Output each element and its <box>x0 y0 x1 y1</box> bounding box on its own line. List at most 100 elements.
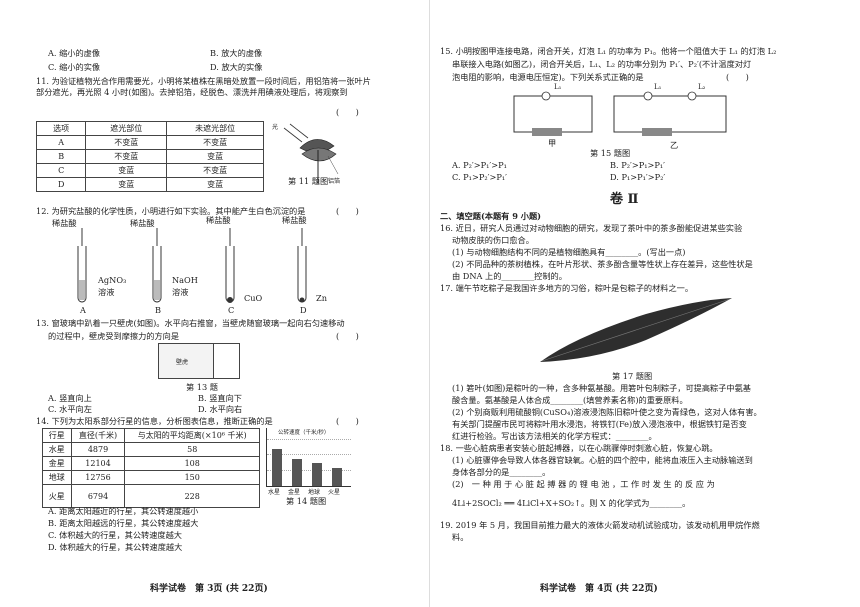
page-divider <box>429 0 430 607</box>
q15-l1-label-yi: L₁ <box>654 83 662 91</box>
q12-reagent-b2: 溶液 <box>172 287 189 297</box>
table-cell: 150 <box>124 470 260 485</box>
q15-text-2: 串联接入电路(如图乙)，闭合开关后，L₁、L₂ 的功率分别为 P₁′、P₂′(不… <box>452 59 752 69</box>
table-cell: 228 <box>124 484 260 508</box>
right-page: 15. 小明按图甲连接电路，闭合开关，灯泡 L₁ 的功率为 P₁。他将一个阻值大… <box>430 0 860 607</box>
q17-leaf-figure <box>540 298 732 362</box>
q10-option-a: A. 缩小的虚像 <box>48 48 101 58</box>
q14-header: 直径(千米) <box>70 428 126 443</box>
q15-text-3: 泡电阻的影响，电源电压恒定)。下列关系式正确的是 <box>452 72 644 82</box>
q17-line-3: 酸含量。氨基酸是人体合成________(填营养素名称)的重要原料。 <box>452 395 688 405</box>
table-cell: 不变蓝 <box>85 149 168 164</box>
q15-label-yi: 乙 <box>670 140 679 150</box>
left-page: A. 缩小的虚像 B. 放大的虚像 C. 缩小的实像 D. 放大的实像 11. … <box>35 48 371 594</box>
q14-caption: 第 14 题图 <box>286 496 327 506</box>
q14-option-c: C. 体积越大的行星，其公转速度越大 <box>48 530 182 540</box>
q15-l2-label: L₂ <box>698 83 706 91</box>
table-cell: 4879 <box>70 442 126 457</box>
q15-caption: 第 15 题图 <box>590 148 631 158</box>
q14-header: 与太阳的平均距离(×10⁶ 千米) <box>124 428 260 443</box>
q13-text-2: 的过程中，壁虎受到摩擦力的方向是 <box>48 331 180 341</box>
q15-text-1: 15. 小明按图甲连接电路，闭合开关，灯泡 L₁ 的功率为 P₁。他将一个阻值大… <box>440 46 777 56</box>
table-cell: 108 <box>124 456 260 471</box>
q18-line-4: (2) 一 种 用 于 心 脏 起 搏 器 的 锂 电 池 ，工 作 时 发 生… <box>452 479 715 489</box>
table-cell: 12756 <box>70 470 126 485</box>
q11-caption: 第 11 题图 <box>288 176 329 186</box>
q13-window-figure <box>158 343 240 379</box>
table-cell: 变蓝 <box>85 163 168 178</box>
q14-option-a: A. 距离太阳越近的行星，其公转速度越小 <box>48 506 199 516</box>
q14-text: 14. 下列为太阳系部分行星的信息，分析图表信息，推断正确的是 <box>36 416 273 426</box>
q11-foil-label: 铝箔 <box>328 178 341 185</box>
q16-line-5: 由 DNA 上的________控制的。 <box>452 271 567 281</box>
q11-light-label: 光 <box>272 124 279 131</box>
chart-gridline <box>267 439 351 440</box>
chart-category-label: 水星 <box>268 489 281 496</box>
table-cell: B <box>35 149 87 164</box>
table-cell: 变蓝 <box>166 149 264 164</box>
q11-text: 11. 为验证植物光合作用需要光，小明将某植株在黑暗处放置一段时间后，用铝箔将一… <box>36 76 371 97</box>
q15-circuit-figure <box>513 91 727 136</box>
q11-header: 选项 <box>35 121 87 136</box>
q12-letter-d: D <box>300 305 307 315</box>
q15-l1-label-jia: L₁ <box>554 83 562 91</box>
table-cell: 不变蓝 <box>166 135 264 150</box>
q10-option-d: D. 放大的实像 <box>210 62 263 72</box>
chart-category-label: 金星 <box>288 489 301 496</box>
q19-line-2: 料。 <box>452 532 469 542</box>
q17-line-5: 有关部门提醒市民可将粽叶用水浸泡，将铁钉(Fe)放入浸泡液中，根据铁钉是否变 <box>452 419 747 429</box>
chart-category-label: 地球 <box>308 489 321 496</box>
table-cell: D <box>35 177 87 192</box>
q12-reagent-a2: 溶液 <box>98 287 115 297</box>
q15-option-d: D. P₁>P₁′>P₂′ <box>610 172 666 182</box>
window-pane <box>159 344 214 378</box>
q14-option-d: D. 体积越大的行星，其公转速度越大 <box>48 542 183 552</box>
table-cell: 不变蓝 <box>85 135 168 150</box>
q17-line-2: (1) 箬叶(如图)是粽叶的一种，含多种氨基酸。用箬叶包制粽子，可提高粽子中氨基 <box>452 383 751 393</box>
table-cell: 变蓝 <box>166 177 264 192</box>
q17-line-1: 17. 端午节吃粽子是我国许多地方的习俗，粽叶是包粽子的材料之一。 <box>440 283 694 293</box>
q13-option-b: B. 竖直向下 <box>198 393 242 403</box>
q14-header: 行星 <box>42 428 72 443</box>
chart-title: 公转速度（千米/秒） <box>278 430 330 436</box>
table-cell: 金星 <box>42 456 72 471</box>
table-cell: 火星 <box>42 484 72 508</box>
table-cell: 变蓝 <box>85 177 168 192</box>
q17-caption: 第 17 题图 <box>612 371 653 381</box>
chart-gridline <box>267 469 351 471</box>
q16-line-1: 16. 近日，研究人员通过对动物细胞的研究，发现了茶叶中的茶多酚能促进某些实验 <box>440 223 743 233</box>
q11-header: 未遮光部位 <box>166 121 264 136</box>
chart-bar <box>272 449 282 486</box>
q15-label-jia: 甲 <box>548 138 557 148</box>
q13-option-c: C. 水平向左 <box>48 404 92 414</box>
q13-caption: 第 13 题 <box>186 382 218 392</box>
q15-option-c: C. P₁>P₂′>P₁′ <box>452 172 507 182</box>
table-cell: 地球 <box>42 470 72 485</box>
q15-option-b: B. P₂′>P₁>P₁′ <box>610 160 666 170</box>
q11-plant-figure <box>283 123 339 184</box>
q12-letter-a: A <box>80 305 86 315</box>
q13-option-a: A. 竖直向上 <box>48 393 92 403</box>
q12-test-tubes-figure <box>77 228 307 303</box>
q10-option-b: B. 放大的虚像 <box>210 48 263 58</box>
q14-bar-chart <box>266 428 351 487</box>
table-cell: C <box>35 163 87 178</box>
q11-paren: ( ) <box>336 107 359 117</box>
chart-category-label: 火星 <box>328 489 341 496</box>
chart-bar <box>332 467 342 486</box>
q12-acid-label-a: 稀盐酸 <box>52 218 77 228</box>
q13-paren: ( ) <box>336 331 359 341</box>
q12-paren: ( ) <box>336 206 359 216</box>
q10-option-c: C. 缩小的实像 <box>48 62 101 72</box>
q14-paren: ( ) <box>336 416 359 426</box>
q15-paren: ( ) <box>726 72 749 82</box>
q12-reagent-c: CuO <box>244 293 263 303</box>
table-cell: A <box>35 135 87 150</box>
q12-text: 12. 为研究盐酸的化学性质，小明进行如下实验。其中能产生白色沉淀的是 <box>36 206 306 216</box>
q13-gecko-label: 壁虎 <box>176 359 189 366</box>
q12-reagent-a: AgNO₃ <box>98 275 127 285</box>
table-cell: 不变蓝 <box>166 163 264 178</box>
q11-header: 遮光部位 <box>85 121 168 136</box>
left-page-footer: 科学试卷 第 3页 (共 22页) <box>150 584 268 594</box>
